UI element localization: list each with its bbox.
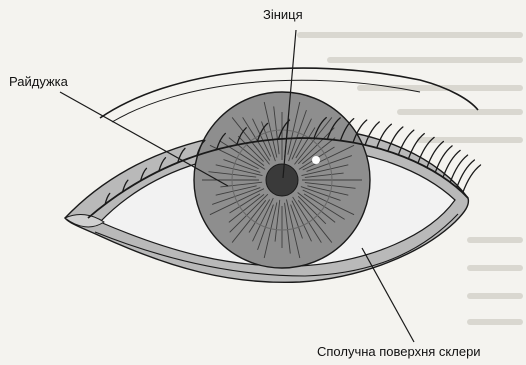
eyelash — [450, 155, 467, 182]
conjunctiva-label: Сполучна поверхня склери — [317, 345, 481, 358]
pupil — [266, 164, 298, 196]
eye-highlight — [312, 156, 320, 164]
iris-label: Райдужка — [9, 75, 68, 88]
eyelash — [443, 150, 460, 177]
pupil-label: Зіниця — [263, 8, 303, 21]
